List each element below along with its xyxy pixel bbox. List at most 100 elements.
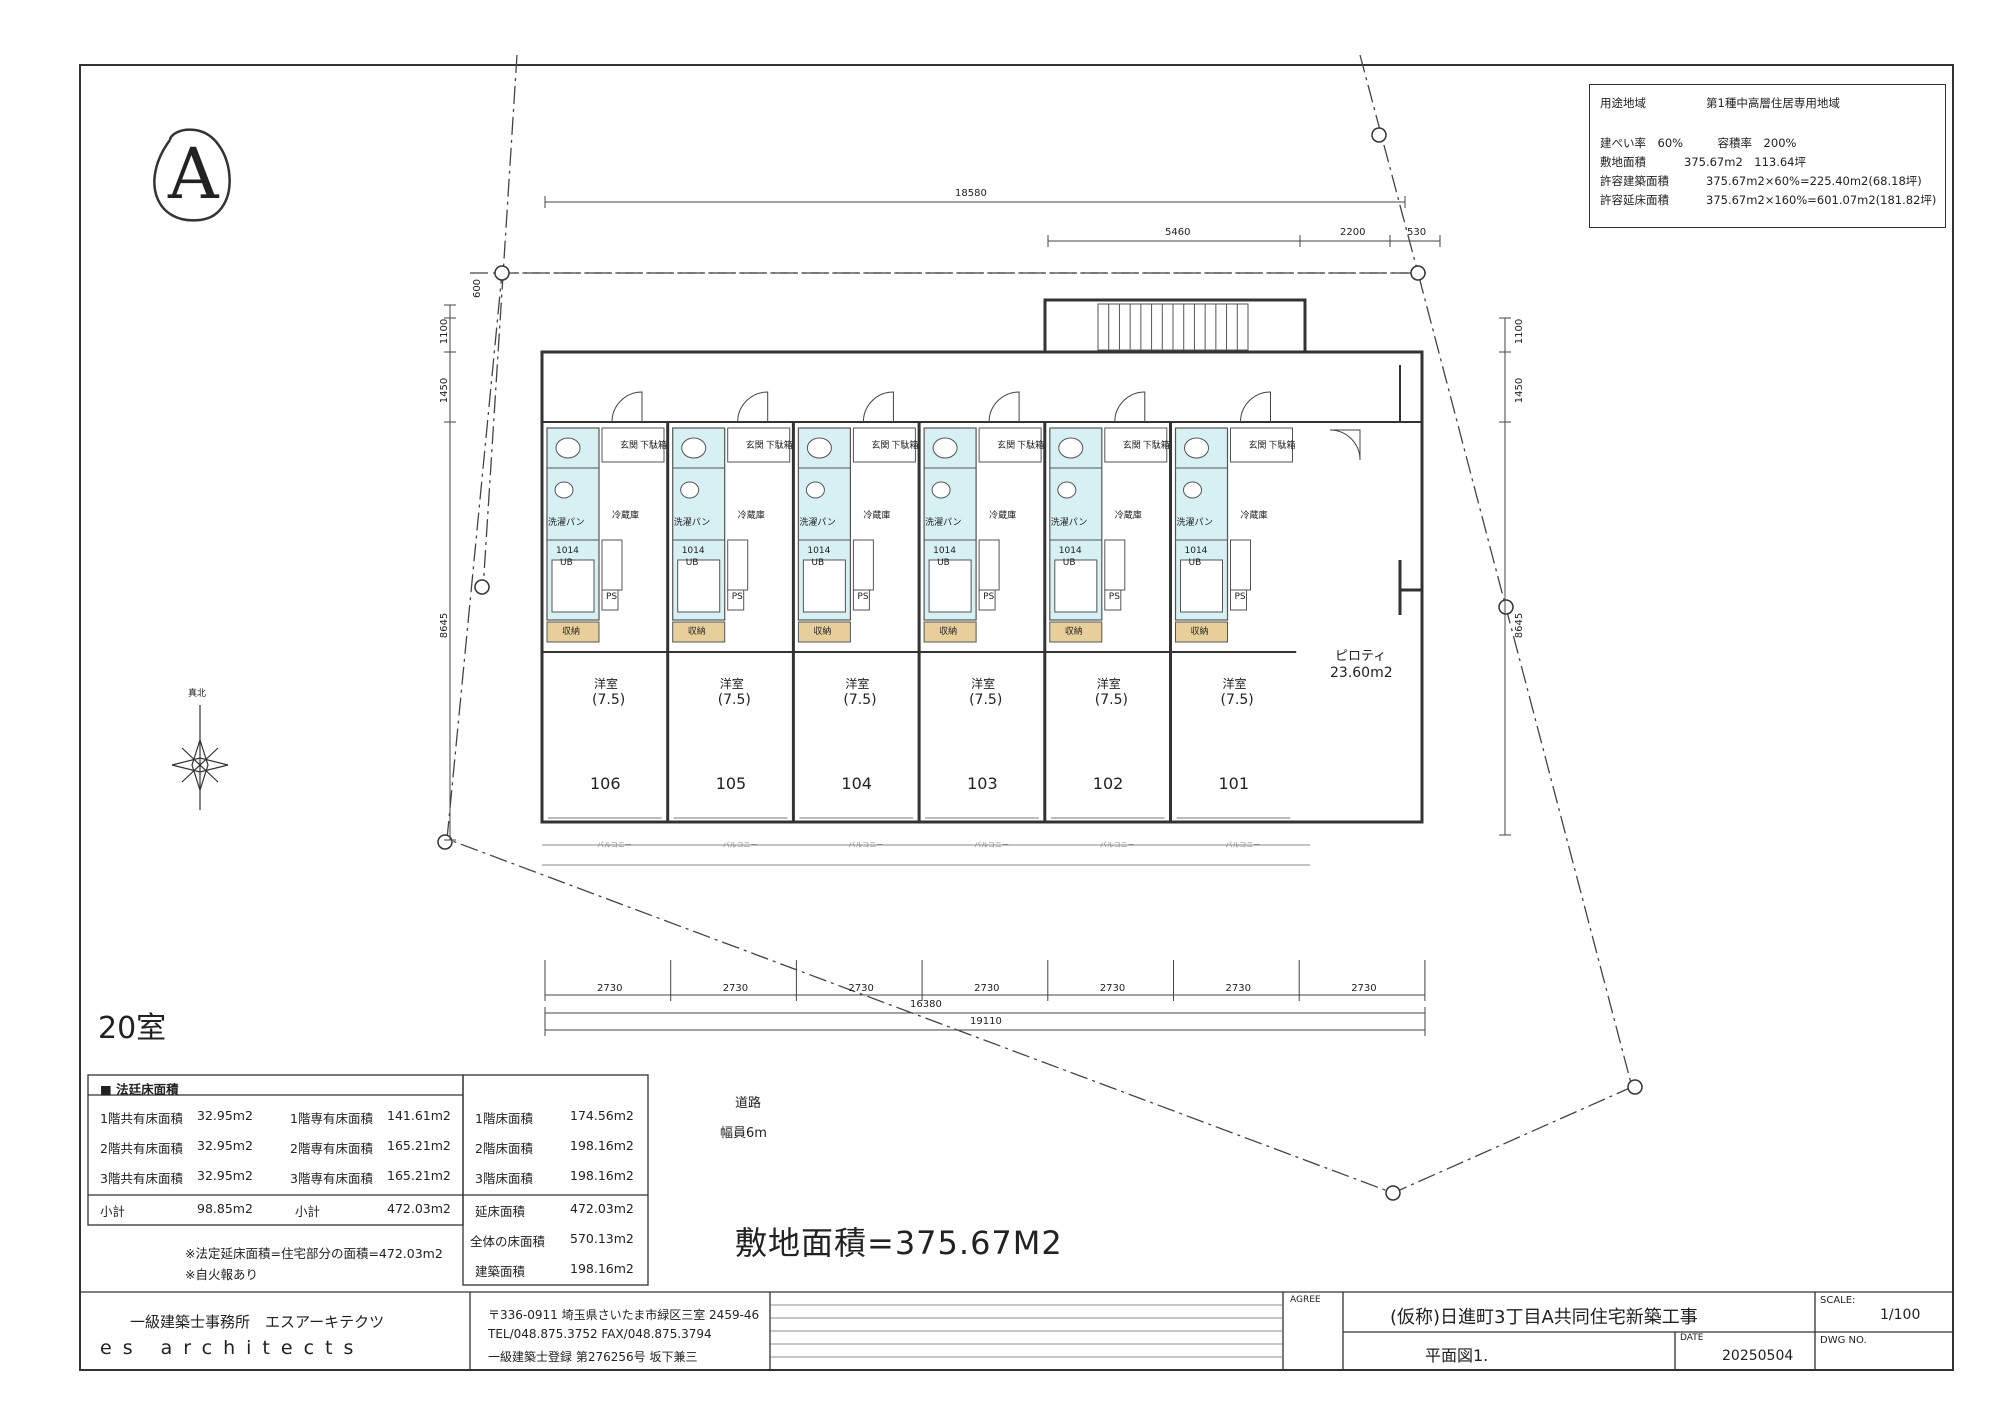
drawing-scale: 1/100	[1880, 1307, 1921, 1323]
area-subtotal-private-label: 小計	[295, 1204, 321, 1219]
piloti-label: ピロティ	[1335, 649, 1387, 664]
balcony-label: バルコニー	[722, 841, 758, 849]
area-row3-shared-value: 32.95m2	[197, 1168, 253, 1183]
ub-size-label: 1014	[1058, 546, 1082, 556]
room-size-105: (7.5)	[717, 692, 751, 708]
area-total-floor-value: 472.03m2	[570, 1201, 634, 1216]
area-row1-shared-label: 1階共有床面積	[100, 1111, 183, 1126]
storage-label: 収納	[1190, 627, 1209, 637]
ub-label: UB	[1188, 558, 1202, 568]
washbasin-icon	[1057, 481, 1077, 499]
storage-label: 収納	[562, 627, 581, 637]
fridge-label: 冷蔵庫	[989, 511, 1017, 521]
ps-label: PS	[857, 592, 869, 602]
area-row3-private-label: 3階専有床面積	[290, 1171, 373, 1186]
area-note-1: ※法定延床面積=住宅部分の面積=472.03m2	[185, 1246, 443, 1261]
dim-top-seg3: 530	[1407, 227, 1427, 238]
bathtub-icon	[928, 559, 972, 613]
dim-right-1450: 1450	[1514, 377, 1526, 404]
toilet-icon	[1184, 437, 1209, 459]
room-type-105: 洋室	[719, 677, 744, 691]
area-row2-shared-value: 32.95m2	[197, 1138, 253, 1153]
room-type-101: 洋室	[1222, 677, 1247, 691]
ps-box-103	[978, 589, 996, 611]
building-area-label: 建築面積	[475, 1264, 526, 1279]
dim-bottom-bay: 2730	[974, 983, 1000, 994]
storage-104	[797, 621, 851, 643]
ps-box-102	[1104, 589, 1122, 611]
road-width: 幅員6m	[720, 1126, 767, 1141]
washbasin-icon	[805, 481, 825, 499]
piloti-door	[1329, 429, 1361, 461]
balcony-label: バルコニー	[1225, 841, 1261, 849]
firm-address: 〒336-0911 埼玉県さいたま市緑区三室 2459-46	[488, 1308, 760, 1322]
area-row1-shared-value: 32.95m2	[197, 1108, 253, 1123]
area-note-2: ※自火報あり	[185, 1267, 258, 1282]
allowed-floor-value: 375.67m2×160%=601.07m2(181.82坪)	[1706, 193, 1937, 207]
genkan-label: 玄関	[871, 441, 890, 451]
ub-label: UB	[685, 558, 699, 568]
storage-label: 収納	[939, 627, 958, 637]
fridge-label: 冷蔵庫	[1114, 511, 1142, 521]
entry-102	[1104, 427, 1168, 463]
laundry-pan-label: 洗濯パン	[799, 518, 836, 528]
piloti-area: 23.60m2	[1330, 665, 1393, 681]
ps-label: PS	[1234, 592, 1246, 602]
fridge-label: 冷蔵庫	[737, 511, 765, 521]
area-row1-floor-label: 1階床面積	[475, 1111, 533, 1126]
genkan-label: 玄関	[745, 441, 764, 451]
dim-bottom-bay: 2730	[597, 983, 623, 994]
zoning-info-box: 用途地域 第1種中高層住居専用地域 建ぺい率 60% 容積率 200% 敷地面積…	[1589, 84, 1946, 228]
toilet-icon	[806, 437, 832, 459]
entry-106	[601, 427, 665, 463]
ps-label: PS	[606, 592, 618, 602]
area-row2-shared-label: 2階共有床面積	[100, 1141, 183, 1156]
washbasin-icon	[1183, 481, 1202, 499]
dimension-lines	[449, 201, 1506, 1031]
entry-104	[852, 427, 916, 463]
storage-106	[546, 621, 600, 643]
room-type-102: 洋室	[1096, 677, 1121, 691]
area-overall-value: 570.13m2	[570, 1231, 634, 1246]
boundary-markers	[437, 127, 1643, 1201]
coverage-ratio: 建ぺい率 60% 容積率 200%	[1600, 136, 1797, 150]
door-swing-105	[737, 391, 769, 423]
dim-right-8645: 8645	[1514, 612, 1526, 639]
door-swing-106	[611, 391, 643, 423]
laundry-pan-label: 洗濯パン	[925, 518, 962, 528]
balcony-label: バルコニー	[974, 841, 1009, 849]
laundry-pan-label: 洗濯パン	[1176, 518, 1213, 528]
area-table-header: ■ 法廷床面積	[100, 1082, 179, 1097]
shoe-box-label: 下駄箱	[765, 441, 793, 451]
unit-number-105: 105	[715, 774, 747, 793]
area-subtotal-shared-label: 小計	[100, 1204, 126, 1219]
dim-bottom-bay: 2730	[1099, 983, 1126, 994]
shoe-box-label: 下駄箱	[1142, 441, 1170, 451]
balcony-label: バルコニー	[597, 841, 632, 849]
laundry-pan-label: 洗濯パン	[1050, 518, 1088, 528]
door-swing-104	[862, 391, 894, 423]
room-size-101: (7.5)	[1220, 692, 1254, 708]
ps-box-104	[852, 589, 870, 611]
ub-size-label: 1014	[1184, 546, 1208, 556]
north-arrow-icon	[171, 705, 229, 810]
sink-106	[601, 539, 623, 591]
site-area-label: 敷地面積	[1600, 155, 1646, 169]
genkan-label: 玄関	[1248, 441, 1267, 451]
unit-number-106: 106	[590, 774, 621, 793]
site-area-value: 375.67m2 113.64坪	[1684, 155, 1806, 169]
area-subtotal-shared-value: 98.85m2	[197, 1201, 253, 1216]
drawing-title: 平面図1.	[1425, 1346, 1489, 1365]
dim-left-600: 600	[472, 278, 484, 299]
firm-name-jp: 一級建築士事務所 エスアーキテクツ	[130, 1313, 385, 1331]
area-overall-label: 全体の床面積	[470, 1234, 546, 1249]
ub-label: UB	[811, 558, 825, 568]
room-count: 20室	[98, 1011, 167, 1046]
building	[540, 298, 1424, 824]
firm-tel: TEL/048.875.3752 FAX/048.875.3794	[488, 1327, 712, 1341]
unit-number-104: 104	[841, 774, 872, 793]
room-size-102: (7.5)	[1094, 692, 1128, 708]
ub-label: UB	[560, 558, 573, 568]
toilet-icon	[681, 437, 707, 459]
unit-number-101: 101	[1218, 774, 1250, 793]
